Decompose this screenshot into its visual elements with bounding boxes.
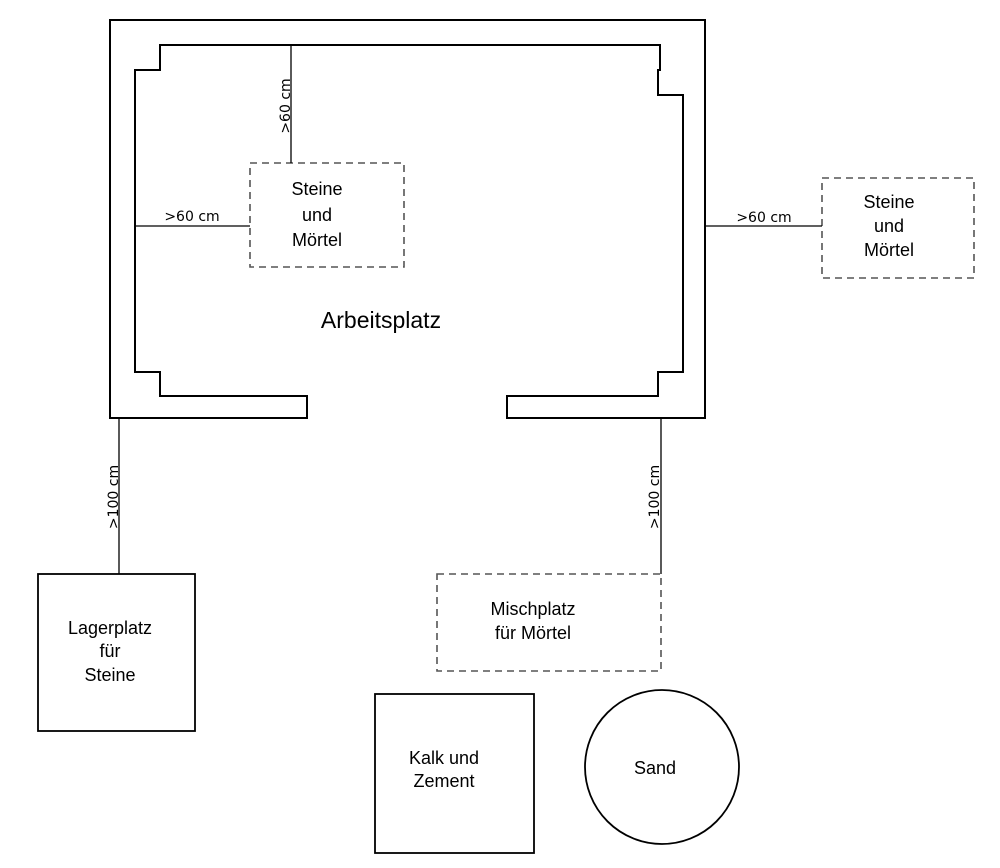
stones-mortar-inner-line2: und [302, 205, 332, 225]
mixing-area-line2: für Mörtel [495, 623, 571, 643]
stones-mortar-inner-line1: Steine [291, 179, 342, 199]
sand-circle [584, 689, 740, 845]
wall-outer-outline [109, 19, 706, 419]
storage-gap-label: >100 cm [106, 465, 122, 529]
sand-label: Sand [634, 758, 676, 778]
storage-stones-line1: Lagerplatz [68, 618, 152, 638]
storage-stones-box [37, 573, 196, 732]
mixing-area-line1: Mischplatz [490, 599, 575, 619]
stones-mortar-outer-box [821, 177, 975, 279]
stones-mortar-outer-line1: Steine [863, 192, 914, 212]
lime-cement-box [374, 693, 535, 854]
storage-stones-line2: für [99, 641, 120, 661]
mixing-gap-label: >100 cm [647, 465, 663, 529]
lime-cement-line1: Kalk und [409, 748, 479, 768]
work-area-label: Arbeitsplatz [321, 307, 441, 333]
lime-cement-line2: Zement [413, 771, 474, 791]
stones-mortar-outer-line3: Mörtel [864, 240, 914, 260]
stones-mortar-inner-box [249, 162, 405, 268]
top-gap-label: >60 cm [278, 78, 294, 133]
mixing-area-box [436, 573, 662, 672]
stones-mortar-outer-line2: und [874, 216, 904, 236]
right-gap-label: >60 cm [736, 210, 791, 226]
storage-stones-line3: Steine [84, 665, 135, 685]
stones-mortar-inner-line3: Mörtel [292, 230, 342, 250]
left-gap-label: >60 cm [164, 209, 219, 225]
